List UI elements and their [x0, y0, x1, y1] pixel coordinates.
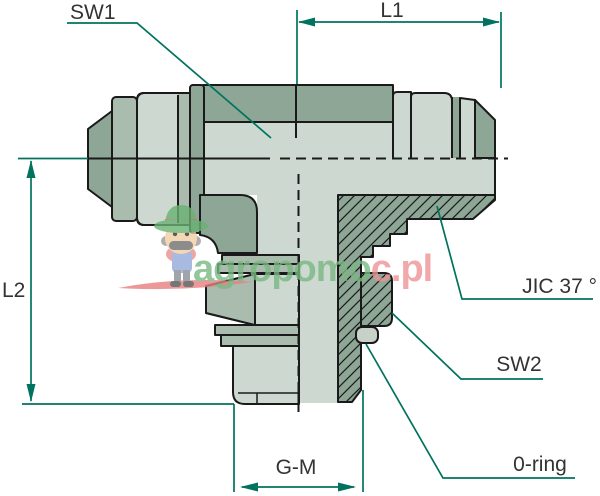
- watermark: agropomoc.pl: [118, 205, 433, 290]
- jic-leader: [436, 205, 593, 300]
- farmer-leg-right: [183, 270, 190, 285]
- bottom-bore: [299, 158, 338, 403]
- watermark-text: agropomoc.pl: [193, 248, 432, 290]
- l1-arrow-right: [483, 17, 500, 27]
- sw2-leader: [391, 312, 543, 380]
- right-band-sliver: [452, 97, 460, 158]
- farmer-eye-left: [172, 231, 178, 237]
- l2-arrow-down: [26, 384, 36, 402]
- farmer-leg-left: [174, 270, 181, 285]
- right-wide-band: [410, 92, 453, 158]
- oring-leader: [365, 343, 575, 479]
- label-jic: JIC 37 °: [522, 275, 597, 298]
- farmer-eye-right: [184, 231, 190, 237]
- farmer-mascot: [154, 205, 208, 287]
- l1-arrow-left: [298, 17, 315, 27]
- farmer-mustache: [169, 241, 193, 250]
- label-sw2: SW2: [496, 353, 542, 376]
- farmer-boot-right: [183, 281, 194, 287]
- right-band-a: [392, 91, 412, 158]
- washer-lower-2: [220, 334, 300, 347]
- label-l1: L1: [380, 0, 403, 22]
- centerlines: [88, 157, 508, 412]
- label-l2: L2: [2, 279, 25, 302]
- right-jic-end: [392, 91, 496, 196]
- farmer-overalls: [172, 250, 192, 273]
- cross-section-hatch: [337, 194, 496, 403]
- threaded-stub: [232, 345, 300, 405]
- farmer-boot-left: [170, 281, 181, 287]
- bottom-port: [199, 194, 300, 405]
- label-gm: G-M: [276, 456, 317, 479]
- label-oring: 0-ring: [513, 453, 567, 476]
- gm-arrow-left: [240, 482, 258, 492]
- port-shoulder: [199, 194, 258, 254]
- l2-arrow-up: [26, 160, 36, 178]
- label-sw1: SW1: [70, 1, 116, 24]
- farmer-hat-brim: [154, 219, 208, 233]
- right-band-b: [459, 97, 476, 158]
- sw1-leader: [67, 22, 272, 139]
- lower-left-light: [257, 195, 299, 256]
- locknut-section: [360, 272, 393, 327]
- watermark-text-green: agropomo: [193, 248, 371, 290]
- dimension-labels: SW1 L1 L2 G-M JIC 37 ° SW2 0-ring: [2, 0, 597, 479]
- gm-arrow-right: [338, 482, 356, 492]
- washer-lower-1: [214, 324, 300, 336]
- fitting-body: [87, 84, 496, 405]
- dimension-lines: [18, 10, 593, 492]
- o-ring-section: [355, 326, 379, 344]
- watermark-text-red: c.pl: [371, 248, 432, 290]
- right-nose-cone: [474, 99, 496, 159]
